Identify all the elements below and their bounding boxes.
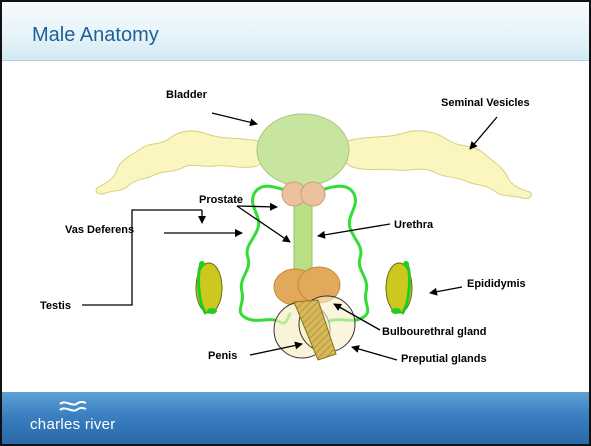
label-penis: Penis bbox=[208, 350, 237, 362]
label-testis: Testis bbox=[40, 300, 71, 312]
label-vas-deferens: Vas Deferens bbox=[65, 224, 134, 236]
label-seminal-vesicles: Seminal Vesicles bbox=[441, 97, 530, 109]
epididymis-right-head bbox=[391, 308, 401, 314]
seminal-vesicle-right bbox=[342, 131, 531, 199]
charles-river-logo-icon bbox=[58, 396, 88, 416]
label-epididymis: Epididymis bbox=[467, 278, 526, 290]
arrow-bladder bbox=[212, 113, 257, 124]
anatomy-diagram: Bladder Seminal Vesicles Prostate Vas De… bbox=[2, 2, 589, 394]
arrow-epididymis bbox=[430, 287, 462, 293]
epididymis-right-tip bbox=[403, 261, 409, 267]
label-bladder: Bladder bbox=[166, 89, 208, 101]
arrow-prostate-2 bbox=[237, 206, 290, 242]
footer-bar: charles river bbox=[2, 392, 589, 444]
arrow-prostate-1 bbox=[237, 206, 277, 207]
brand-name: charles river bbox=[30, 416, 116, 433]
urethra-shape bbox=[294, 196, 312, 276]
label-preputial-glands: Preputial glands bbox=[401, 353, 487, 365]
arrow-seminal-vesicles bbox=[470, 117, 497, 149]
label-prostate: Prostate bbox=[199, 194, 243, 206]
epididymis-left-head bbox=[207, 308, 217, 314]
arrow-preputial-glands bbox=[352, 347, 397, 360]
label-urethra: Urethra bbox=[394, 219, 434, 231]
prostate-right bbox=[301, 182, 325, 206]
bladder-shape bbox=[257, 114, 349, 186]
seminal-vesicle-left bbox=[96, 131, 265, 194]
label-bulbourethral-gland: Bulbourethral gland bbox=[382, 326, 487, 338]
epididymis-left-tip bbox=[199, 261, 205, 267]
